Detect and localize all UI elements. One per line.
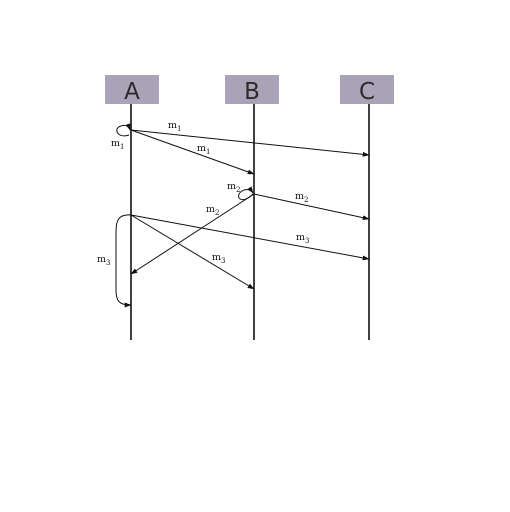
message-m1-a-c-label: m1: [168, 120, 181, 133]
message-m3-self-arrow: [115, 214, 132, 308]
process-c-label: C: [359, 79, 375, 105]
process-a: A: [105, 75, 159, 105]
message-m1-a-c-arrow: [130, 129, 370, 157]
process-b-label: B: [244, 79, 260, 105]
message-m2-self-label: m2: [227, 181, 240, 194]
process-a-label: A: [124, 79, 140, 105]
process-a-box: [105, 75, 159, 104]
message-m3-a-b-label: m3: [212, 252, 225, 265]
message-m1-self-label: m1: [111, 138, 124, 151]
message-m2-b-a-label: m2: [206, 204, 219, 217]
message-m3-a-c-label: m3: [296, 232, 309, 245]
message-m2-b-c-label: m2: [295, 191, 308, 204]
process-c-box: [340, 75, 394, 104]
message-m1-self-arrow: [116, 123, 131, 137]
message-m2-b-a-arrow: [130, 193, 255, 275]
message-m2-self-arrow: [238, 186, 254, 201]
process-c: C: [340, 75, 394, 105]
message-m1-a-b-arrow: [130, 129, 255, 175]
message-m1-a-b-label: m1: [197, 143, 210, 156]
process-b: B: [225, 75, 279, 105]
message-m2-b-c-arrow: [253, 193, 370, 221]
message-m3-self-label: m3: [97, 254, 110, 267]
message-m3-a-b-arrow: [130, 214, 255, 290]
message-m3-a-c-arrow: [130, 214, 370, 261]
process-b-box: [225, 75, 279, 104]
